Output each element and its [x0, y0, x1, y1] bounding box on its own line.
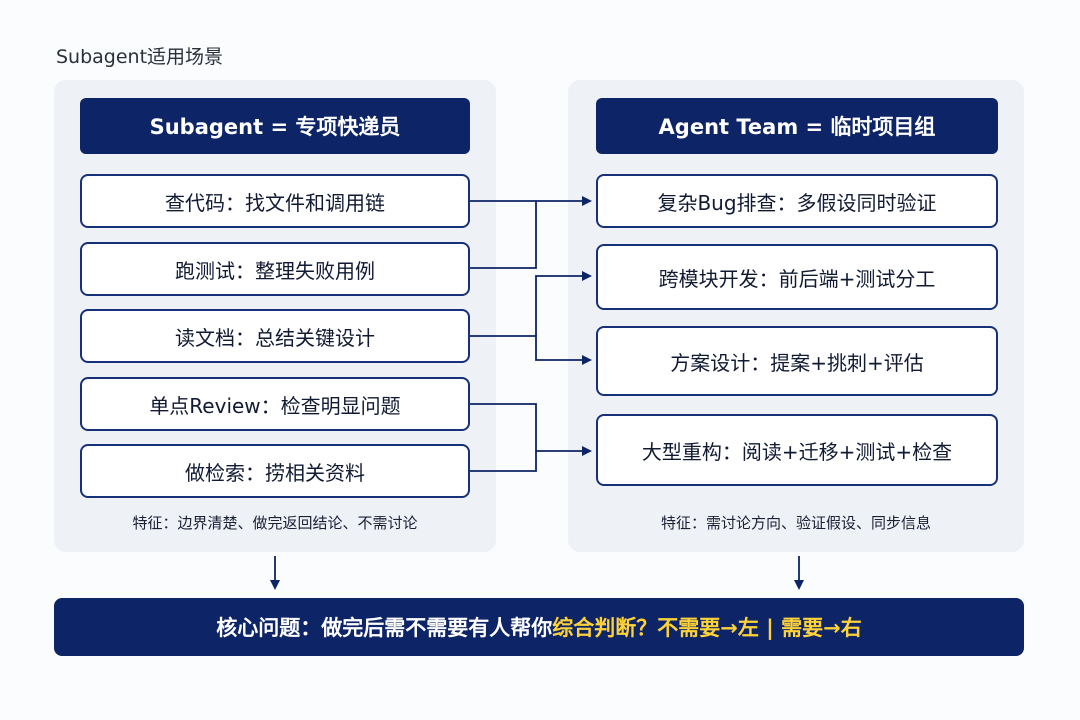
subagent-item-read-docs: 读文档：总结关键设计	[80, 309, 470, 363]
agent-team-footnote: 特征：需讨论方向、验证假设、同步信息	[660, 514, 931, 532]
subagent-footnote: 特征：边界清楚、做完返回结论、不需讨论	[132, 514, 418, 532]
team-item-design: 方案设计：提案+挑刺+评估	[596, 326, 998, 396]
subagent-item-run-tests: 跑测试：整理失败用例	[80, 242, 470, 296]
subagent-item-code-search: 查代码：找文件和调用链	[80, 174, 470, 228]
subagent-header: Subagent = 专项快递员	[80, 98, 470, 154]
agent-team-header: Agent Team = 临时项目组	[596, 98, 998, 154]
connector-retrieval-to-refactor	[470, 451, 537, 472]
agent-team-panel: Agent Team = 临时项目组 复杂Bug排查：多假设同时验证 跨模块开发…	[568, 80, 1024, 552]
connector-review-to-refactor	[470, 403, 592, 456]
team-item-cross-module: 跨模块开发：前后端+测试分工	[596, 244, 998, 310]
core-question-lead: 核心问题：做完后需不需要有人帮你	[216, 616, 553, 640]
core-question-bar: 核心问题：做完后需不需要有人帮你综合判断？不需要→左 | 需要→右	[54, 598, 1024, 656]
subagent-panel: Subagent = 专项快递员 查代码：找文件和调用链 跑测试：整理失败用例 …	[54, 80, 496, 552]
connector-cross-module-branch	[535, 271, 592, 336]
page-title: Subagent适用场景	[56, 46, 224, 68]
core-question-highlight: 综合判断？不需要→左 | 需要→右	[552, 616, 862, 640]
connector-docs-to-design	[470, 335, 592, 365]
subagent-item-review: 单点Review：检查明显问题	[80, 377, 470, 431]
connector-tests-to-bug	[470, 201, 537, 269]
subagent-item-retrieval: 做检索：捞相关资料	[80, 444, 470, 498]
team-item-refactor: 大型重构：阅读+迁移+测试+检查	[596, 414, 998, 486]
team-item-complex-bug: 复杂Bug排查：多假设同时验证	[596, 174, 998, 228]
